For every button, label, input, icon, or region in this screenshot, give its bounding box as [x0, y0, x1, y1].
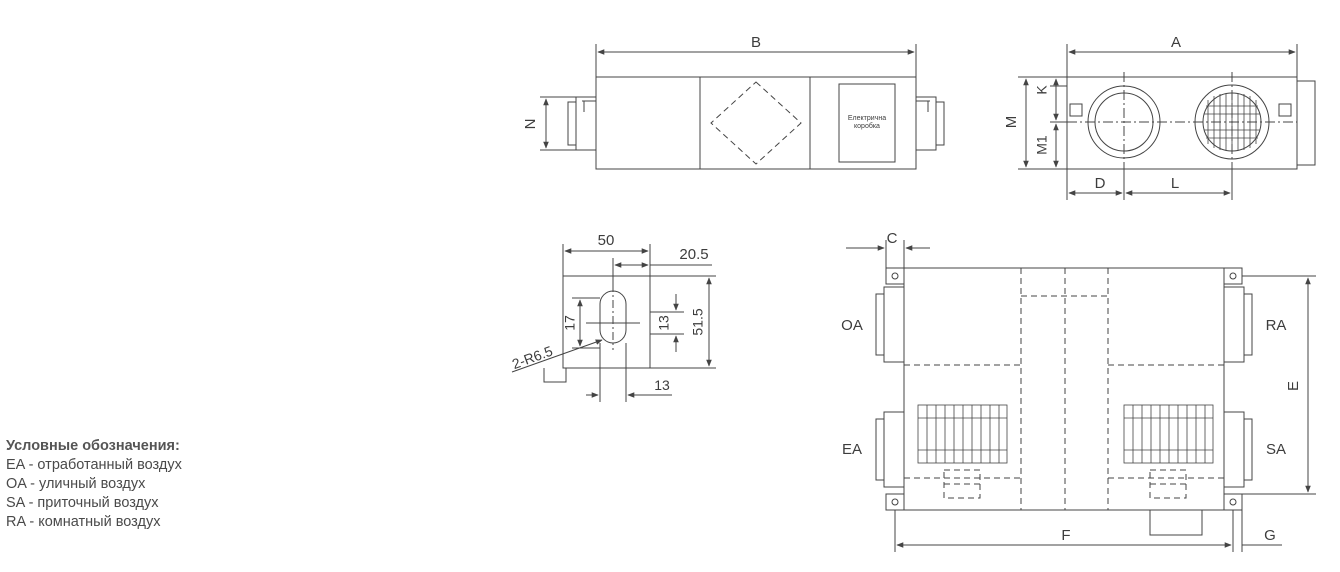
top-view-labels: B N Електрична коробка	[522, 34, 886, 130]
dim-l-label: L	[1171, 175, 1179, 192]
electrical-box-label-1: Електрична	[848, 115, 886, 122]
dim-b-label: B	[751, 34, 761, 51]
dim-51-5-label: 51.5	[690, 308, 706, 335]
dim-m-label: M	[1003, 116, 1020, 129]
dim-50-label: 50	[598, 232, 615, 249]
port-ea-label: EA	[842, 441, 862, 458]
legend-item-ea: EA - отработанный воздух	[6, 457, 182, 473]
dim-g-label: G	[1264, 527, 1276, 544]
end-view	[1018, 44, 1316, 200]
dim-17-label: 17	[562, 315, 578, 331]
end-view-labels: A M K M1 D L	[1003, 34, 1181, 192]
port-ra-label: RA	[1266, 317, 1287, 334]
dim-k-label: K	[1034, 85, 1050, 95]
dim-e-label: E	[1285, 381, 1302, 391]
dim-20-5-label: 20.5	[679, 246, 708, 263]
dim-13-vertical-label: 13	[656, 315, 672, 331]
radius-label: 2-R6.5	[510, 343, 555, 372]
port-sa-label: SA	[1266, 441, 1286, 458]
electrical-box-label-2: коробка	[854, 122, 880, 130]
dim-d-label: D	[1095, 175, 1106, 192]
dim-m1-label: M1	[1034, 135, 1050, 155]
legend-item-oa: OA - уличный воздух	[6, 476, 146, 492]
dim-a-label: A	[1171, 34, 1181, 51]
legend: Условные обозначения: EA - отработанный …	[6, 437, 182, 532]
top-view	[540, 44, 945, 170]
dim-f-label: F	[1061, 527, 1070, 544]
dim-13-horizontal-label: 13	[654, 377, 670, 393]
plan-view-labels: C E F G OA EA RA SA	[841, 230, 1302, 544]
legend-item-sa: SA - приточный воздух	[6, 495, 159, 511]
port-oa-label: OA	[841, 317, 863, 334]
legend-item-ra: RA - комнатный воздух	[6, 514, 161, 530]
dim-n-label: N	[522, 119, 539, 130]
bracket-detail	[511, 244, 716, 402]
legend-title: Условные обозначения:	[6, 438, 180, 454]
plan-view	[846, 240, 1316, 552]
dim-c-label: C	[887, 230, 898, 247]
